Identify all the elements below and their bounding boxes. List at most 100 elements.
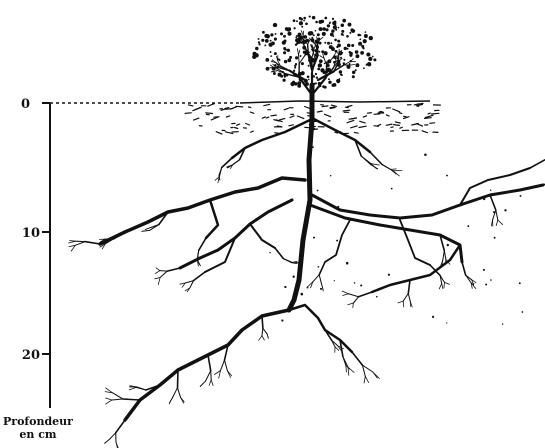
fine-root [442,284,443,289]
canopy-leaf-dot [280,32,283,35]
soil-particle [336,240,338,242]
canopy-leaf-dot [274,52,277,55]
canopy-leaf-dot [363,39,367,43]
canopy-leaf-dot [283,51,286,54]
canopy-leaf-dot [308,31,312,35]
fine-root [275,248,283,259]
canopy-leaf-dot [308,59,311,62]
topsoil-fleck [431,113,439,114]
canopy-leaf-dot [312,16,316,20]
canopy-leaf-dot [265,39,269,43]
canopy-leaf-dot [297,84,301,88]
soil-particle [320,288,322,290]
canopy-leaf-dot [303,17,306,20]
canopy-leaf-dot [293,73,297,77]
fine-root [490,195,496,210]
canopy-leaf-dot [300,55,302,57]
canopy-leaf-dot [332,18,334,20]
fine-root [225,360,228,371]
fine-root [349,294,359,297]
fine-root [112,399,123,400]
canopy-leaf-dot [349,32,351,34]
soil-particle [485,284,487,286]
canopy-leaf-dot [318,51,320,53]
topsoil-fleck [235,128,238,129]
canopy-leaf-dot [303,35,307,39]
canopy-leaf-dot [322,27,326,31]
fine-root [209,380,211,386]
canopy-leaf-dot [293,27,295,29]
fine-root [393,171,400,176]
fine-root [335,347,339,351]
axis-title-line2: en cm [19,428,57,441]
topsoil-fleck [374,126,378,127]
fine-root [160,271,167,272]
topsoil-fleck [208,104,215,107]
canopy-leaf-dot [319,59,323,63]
soil-particle [313,237,315,239]
canopy-leaf-dot [272,67,276,71]
topsoil-fleck [249,107,251,108]
soil-particle [281,319,283,321]
canopy-leaf-dot [319,42,322,45]
fine-root [352,352,362,365]
topsoil-fleck [271,115,276,116]
canopy-leaf-dot [325,69,327,71]
soil-particle [376,296,378,298]
canopy-leaf-dot [333,56,336,59]
canopy-leaf-dot [361,45,364,48]
depth-axis: 0 10 20 Profondeur en cm [3,97,73,441]
canopy-leaf-dot [317,68,320,71]
canopy-leaf-dot [340,74,342,76]
fine-root [70,241,76,242]
topsoil-fleck [317,111,322,112]
canopy-leaf-dot [337,57,339,59]
topsoil-fleck [330,107,334,108]
canopy-leaf-dot [274,23,278,27]
canopy-leaf-dot [270,33,273,36]
canopy-leaf-dot [352,30,355,33]
canopy-leaf-dot [295,36,297,38]
taproot-right-fork [289,305,352,352]
canopy-leaf-dot [286,27,290,31]
soil-particle [301,293,304,296]
fine-root [173,388,178,398]
topsoil-fleck [394,125,400,126]
canopy-leaf-dot [275,33,277,35]
canopy-leaf-dot [327,24,330,27]
canopy-leaf-dot [315,73,317,75]
topsoil-fleck [185,113,191,114]
canopy-leaf-dot [339,70,342,73]
fine-root [106,398,112,400]
canopy-leaf-dot [287,49,290,52]
soil-particle [360,284,362,286]
canopy-leaf-dot [254,53,258,57]
canopy-leaf-dot [341,33,344,36]
canopy-leaf-dot [327,59,331,63]
topsoil-fleck [236,106,243,107]
canopy-leaf-dot [296,20,298,22]
fine-root [319,262,325,275]
canopy-leaf-dot [284,76,286,78]
fine-root [206,371,211,381]
plant-canopy [252,16,376,95]
canopy-leaf-dot [301,26,303,28]
canopy-leaf-dot [289,56,292,59]
canopy-leaf-dot [312,49,315,52]
topsoil-fleck [386,124,392,125]
canopy-leaf-dot [317,33,320,36]
topsoil-fleck [206,113,213,114]
canopy-leaf-dot [322,32,326,36]
topsoil-fleck [393,109,400,112]
tick-label-10: 10 [22,226,40,241]
canopy-leaf-dot [295,63,297,65]
canopy-leaf-dot [278,73,282,77]
canopy-leaf-dot [349,52,353,56]
canopy-leaf-dot [337,63,341,67]
fine-root [208,355,211,371]
fine-root [322,284,324,291]
canopy-leaf-dot [324,63,326,65]
soil-particle [483,269,485,271]
canopy-leaf-dot [338,27,340,29]
